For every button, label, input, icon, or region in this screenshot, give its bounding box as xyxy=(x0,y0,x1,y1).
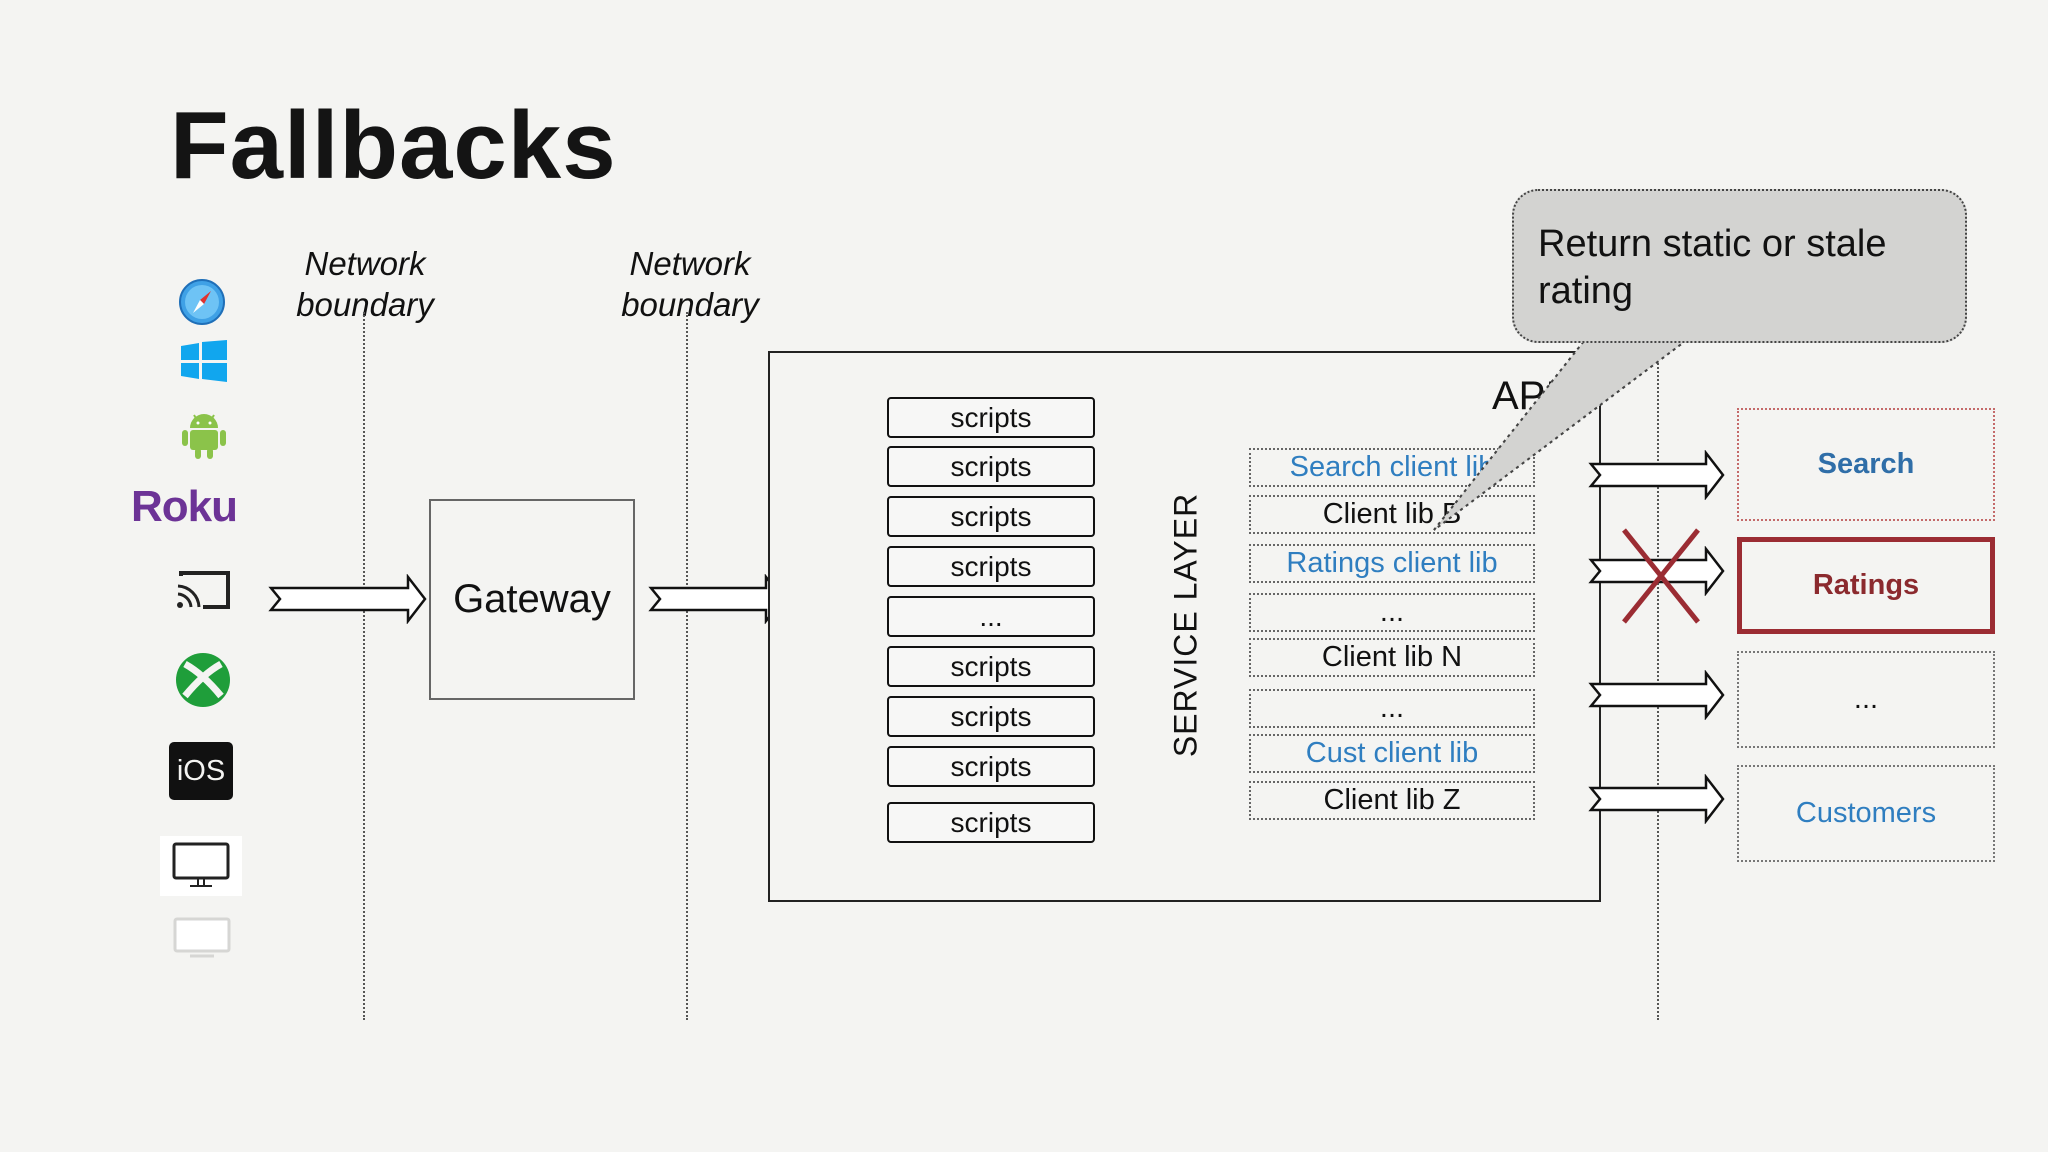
network-boundary-label-2: Network boundary xyxy=(621,245,759,323)
script-box: scripts xyxy=(887,496,1095,537)
client-lib-ellipsis: ... xyxy=(1249,689,1535,728)
network-boundary-label-1: Network boundary xyxy=(296,245,434,323)
cast-icon xyxy=(177,571,230,609)
safari-icon xyxy=(179,279,225,325)
script-box-ellipsis: ... xyxy=(887,596,1095,637)
service-customers: Customers xyxy=(1737,765,1995,862)
script-box: scripts xyxy=(887,696,1095,737)
service-ellipsis: ... xyxy=(1737,651,1995,748)
client-lib-z: Client lib Z xyxy=(1249,781,1535,820)
windows-icon xyxy=(181,340,227,382)
arrow-gateway-to-api xyxy=(648,574,785,624)
client-lib-ratings: Ratings client lib xyxy=(1249,544,1535,583)
service-search: Search xyxy=(1737,408,1995,521)
arrow-to-customers xyxy=(1588,774,1725,824)
arrow-devices-to-gateway xyxy=(268,574,427,624)
script-box: scripts xyxy=(887,397,1095,438)
callout-bubble: Return static or stale rating xyxy=(1512,189,1967,343)
monitor-icon xyxy=(160,836,242,896)
network-boundary-line-3 xyxy=(1657,340,1659,1020)
script-box: scripts xyxy=(887,546,1095,587)
service-ratings: Ratings xyxy=(1737,537,1995,634)
network-boundary-line-1 xyxy=(363,312,365,1020)
script-box: scripts xyxy=(887,746,1095,787)
ios-logo: iOS xyxy=(169,742,233,800)
xbox-icon xyxy=(176,653,230,707)
script-box: scripts xyxy=(887,646,1095,687)
arrow-to-ellipsis xyxy=(1588,670,1725,720)
script-box: scripts xyxy=(887,446,1095,487)
callout-tail-overlay xyxy=(1433,335,1693,531)
tv-icon xyxy=(173,917,231,958)
gateway-box: Gateway xyxy=(429,499,635,700)
roku-logo: Roku xyxy=(131,482,238,531)
failure-x-icon xyxy=(1622,528,1700,624)
client-lib-cust: Cust client lib xyxy=(1249,734,1535,773)
network-boundary-line-2 xyxy=(686,312,688,1020)
arrow-to-search xyxy=(1588,450,1725,500)
slide-title: Fallbacks xyxy=(170,92,617,199)
client-lib-ellipsis: ... xyxy=(1249,593,1535,632)
android-icon xyxy=(182,414,226,459)
client-lib-n: Client lib N xyxy=(1249,638,1535,677)
script-box: scripts xyxy=(887,802,1095,843)
